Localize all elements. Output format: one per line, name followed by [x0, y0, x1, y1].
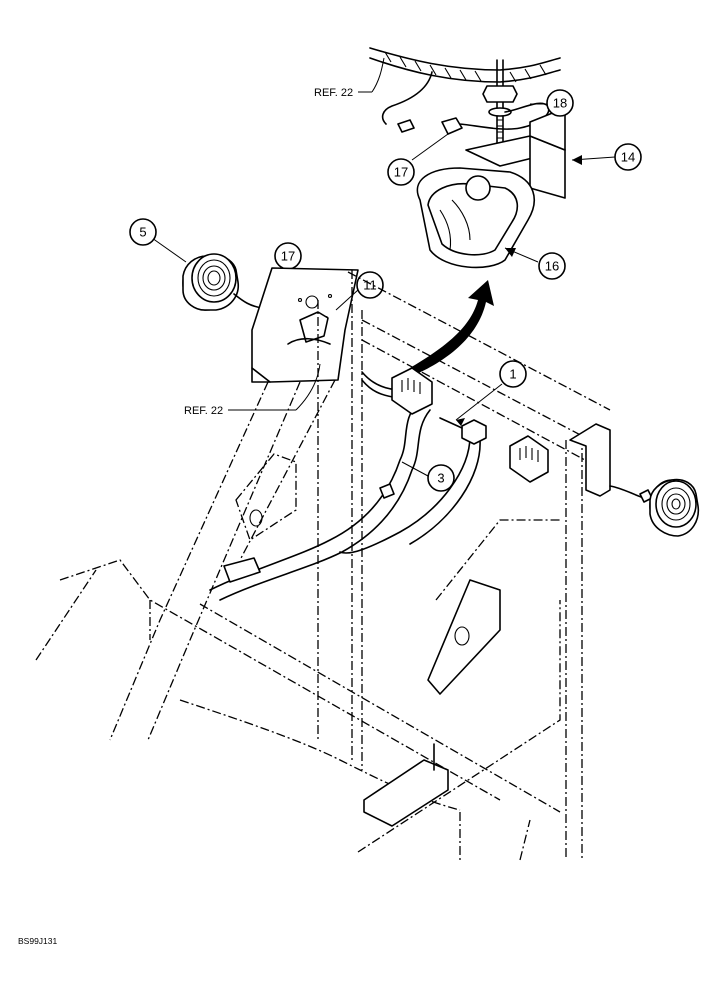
callout-18-label: 18	[553, 96, 567, 111]
ref-22-left-label: REF. 22	[184, 405, 223, 417]
gusset-right	[427, 579, 501, 695]
ref-22-left: REF. 22	[184, 363, 321, 417]
callout-17-top-label: 17	[394, 165, 408, 180]
callout-5-label: 5	[139, 225, 146, 240]
backup-alarm-right	[609, 478, 700, 537]
detail-arrow	[410, 280, 494, 376]
callout-17-left-label: 17	[281, 249, 295, 264]
backup-alarm-left	[182, 253, 263, 311]
connector-left	[391, 367, 433, 415]
tee-connector-1	[439, 417, 487, 445]
callout-17-top: 17	[387, 133, 449, 186]
mounting-bracket-14	[465, 107, 566, 199]
callout-16: 16	[504, 247, 566, 280]
callout-17-left: 17	[262, 242, 302, 312]
ref-22-top: REF. 22	[314, 57, 385, 99]
ref-22-wire-top	[381, 71, 433, 133]
frame-lower	[35, 519, 561, 861]
callout-14: 14	[571, 143, 642, 171]
frame-right-post	[565, 423, 611, 860]
gusset-left	[235, 453, 297, 541]
ref-22-top-label: REF. 22	[314, 87, 353, 99]
callout-11-label: 11	[363, 278, 377, 293]
drawing-code: BS99J131	[18, 936, 57, 946]
threaded-stud	[482, 59, 518, 151]
callout-5: 5	[129, 218, 187, 263]
connector-right	[509, 435, 549, 483]
callout-1: 1	[455, 360, 527, 426]
callout-16-label: 16	[545, 259, 559, 274]
callout-3-label: 3	[437, 471, 444, 486]
backup-alarm-16	[416, 167, 536, 269]
callout-18: 18	[530, 89, 574, 117]
lower-clamp	[363, 743, 449, 827]
callout-14-label: 14	[621, 150, 635, 165]
mount-plate-left	[251, 267, 359, 383]
frame-left-leg	[109, 379, 336, 741]
callout-3: 3	[401, 461, 455, 492]
callout-1-label: 1	[509, 367, 516, 382]
harness-overhead	[369, 47, 561, 83]
